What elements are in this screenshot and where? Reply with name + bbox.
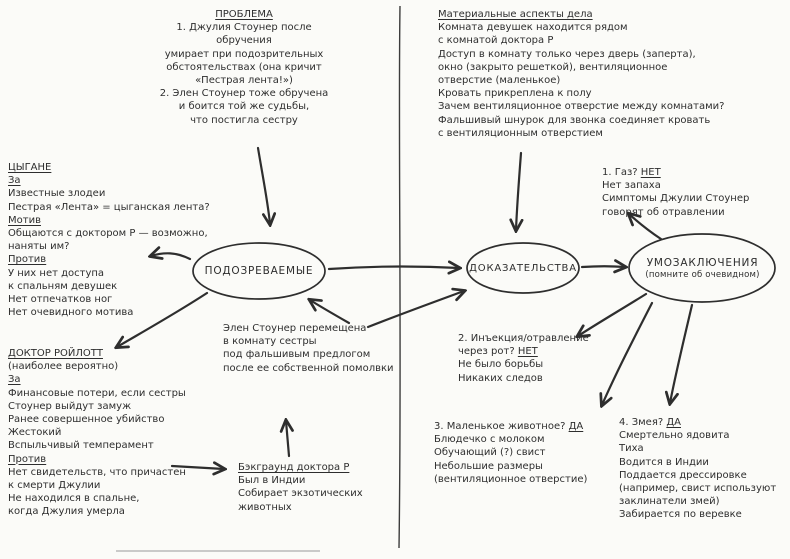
doctor-subtitle: (наиболее вероятно) [8,361,119,373]
conclusions-node-label: УМОЗАКЛЮЧЕНИЯ [646,256,759,269]
problem-block: ПРОБЛЕМА 1. Джулия Стоунер после обручен… [148,8,340,127]
material-body: Комната девушек находится рядом с комнат… [438,22,725,139]
problem-body: 1. Джулия Стоунер после обручения умирае… [159,22,329,126]
arrow-conclusions-to-snake [670,303,694,403]
arrow-problem-to-suspects [256,146,270,224]
background-block: Бэкграунд доктора Р Был в Индии Собирает… [238,461,403,514]
animal-answer: ДА [568,421,584,432]
background-body: Был в Индии Собирает экзотических животн… [238,475,363,513]
animal-body: Блюдечко с молоком Обучающий (?) свист Н… [434,434,588,485]
gypsies-pro-label: За [8,175,21,187]
conclusions-node-sublabel: (помните об очевидном) [645,269,760,280]
suspects-node: ПОДОЗРЕВАЕМЫЕ [195,256,323,286]
evidence-node-label: ДОКАЗАТЕЛЬСТВА [469,262,577,274]
snake-answer: ДА [666,417,681,428]
arrow-background-up [286,421,289,458]
material-title: Материальные аспекты дела [438,9,593,20]
gypsies-motive-label: Мотив [8,214,41,226]
gypsies-pro-body: Известные злодеи Пестрая «Лента» = цыган… [8,188,210,213]
injection-question: 2. Инъекция/отравление через рот? [458,333,589,358]
injection-body: Не было борьбы Никаких следов [458,359,544,384]
evidence-node: ДОКАЗАТЕЛЬСТВА [469,254,577,282]
hypothesis-injection: 2. Инъекция/отравление через рот? НЕТ Не… [458,332,623,385]
gypsies-motive-body: Общаются с доктором Р — возможно, наняты… [8,227,208,253]
conclusions-node: УМОЗАКЛЮЧЕНИЯ (помните об очевидном) [630,245,775,291]
material-block: Материальные аспекты дела Комната девуше… [438,8,783,140]
arrow-helen-to-suspects [310,300,351,325]
doctor-pro-label: За [8,374,21,386]
arrow-evidence-to-conclusions [580,266,625,267]
snake-question: 4. Змея? [619,417,664,428]
doctor-con-body: Нет свидетельств, что причастен к смерти… [8,466,186,518]
helen-note: Элен Стоунер перемещена в комнату сестры… [223,323,394,374]
arrow-conclusions-to-injection [578,292,648,336]
snake-body: Смертельно ядовита Тиха Водится в Индии … [619,430,777,521]
doctor-block: ДОКТОР РОЙЛОТТ (наиболее вероятно) За Фи… [8,347,223,518]
background-title: Бэкграунд доктора Р [238,462,350,473]
injection-answer: НЕТ [517,346,538,358]
gypsies-title: ЦЫГАНЕ [8,162,52,173]
arrow-material-to-evidence [516,151,521,230]
arrow-suspects-to-evidence [327,267,459,269]
doctor-pro-body: Финансовые потери, если сестры Стоунер в… [8,387,186,452]
gas-question: 1. Газ? [602,167,638,178]
hypothesis-snake: 4. Змея? ДА Смертельно ядовита Тиха Води… [619,416,784,522]
doctor-con-label: Против [8,453,47,465]
gypsies-con-label: Против [8,254,47,266]
problem-title: ПРОБЛЕМА [215,9,273,20]
animal-question: 3. Маленькое животное? [434,421,566,432]
hypothesis-gas: 1. Газ? НЕТ Нет запаха Симптомы Джулии С… [602,166,780,219]
doctor-title: ДОКТОР РОЙЛОТТ [8,348,103,359]
gas-answer: НЕТ [640,167,661,178]
suspects-node-label: ПОДОЗРЕВАЕМЫЕ [204,265,314,277]
gypsies-con-body: У них нет доступа к спальням девушек Нет… [8,267,134,319]
hypothesis-animal: 3. Маленькое животное? ДА Блюдечко с мол… [434,420,619,486]
gas-body: Нет запаха Симптомы Джулии Стоунер говор… [602,180,750,218]
gypsies-block: ЦЫГАНЕ За Известные злодеи Пестрая «Лент… [8,161,246,319]
